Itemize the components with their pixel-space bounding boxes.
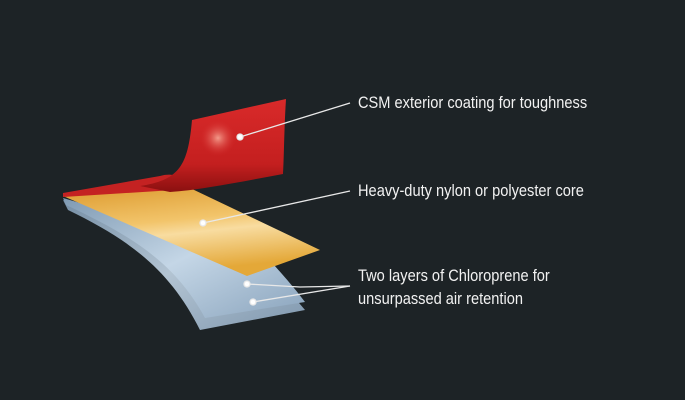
csm-layer-base — [63, 174, 190, 197]
core-label: Heavy-duty nylon or polyester core — [358, 181, 584, 200]
leader-lines — [199, 102, 351, 306]
chloroprene-layer-upper — [63, 198, 305, 318]
chloroprene-label-line2: unsurpassed air retention — [358, 289, 523, 308]
csm-highlight — [200, 120, 236, 156]
chloroprene-label-line1: Two layers of Chloroprene for — [358, 266, 550, 285]
csm-coating-label: CSM exterior coating for toughness — [358, 93, 588, 112]
nylon-core-layer — [63, 188, 320, 276]
